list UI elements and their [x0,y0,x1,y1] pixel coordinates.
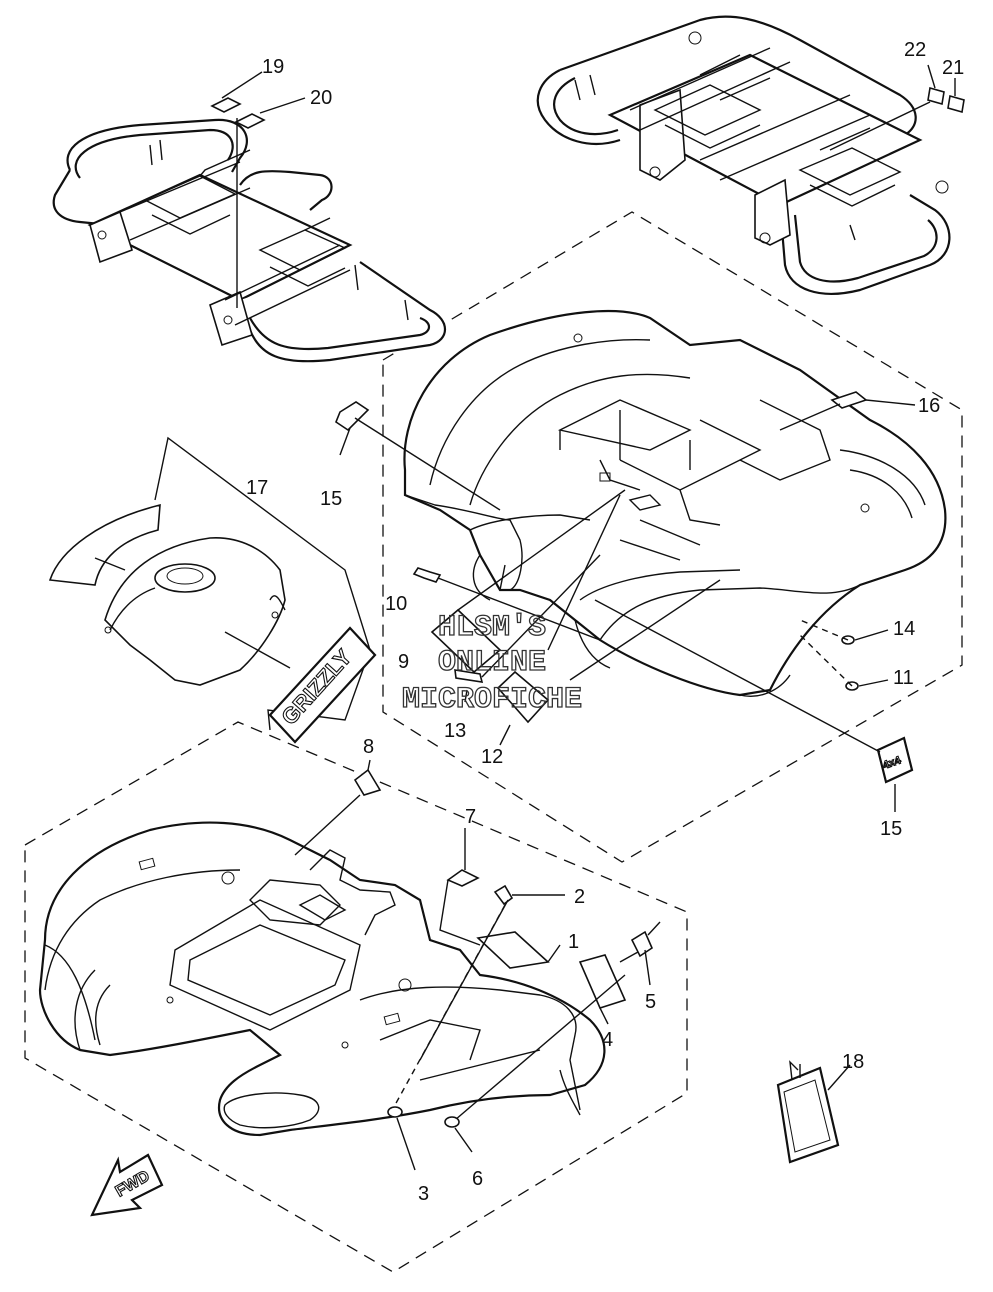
callout-18: 18 [842,1051,864,1073]
callout-4: 4 [602,1029,613,1051]
watermark-line3: MICROFICHE [402,683,582,717]
callout-15-upper: 15 [320,488,342,510]
decal-21-22-group [829,64,965,151]
callout-10: 10 [385,593,407,615]
front-fender-assembly-outline [24,721,688,1273]
front-fender [38,821,606,1137]
watermark: HLSM'S ONLINE MICROFICHE [401,610,582,717]
rear-carrier-rack [536,15,951,295]
grizzly-decal [268,626,377,744]
callout-15-lower: 15 [880,818,902,840]
rear-decal-parts: 4x4 [335,391,916,812]
callout-12: 12 [481,746,503,768]
callout-21: 21 [942,57,964,79]
callout-8: 8 [363,736,374,758]
watermark-line2: ONLINE [438,646,546,680]
callout-2: 2 [574,886,585,908]
front-carrier-rack [52,118,447,363]
decal-19-20-group [210,71,306,308]
callout-16: 16 [918,395,940,417]
front-fender-parts [294,759,661,1171]
watermark-line1: HLSM'S [438,611,546,645]
callout-6: 6 [472,1168,483,1190]
callout-5: 5 [645,991,656,1013]
callout-numbers: 1 2 3 4 5 6 7 8 9 10 11 12 13 14 15 15 1… [246,39,964,1205]
callout-17: 17 [246,477,268,499]
callout-7: 7 [465,806,476,828]
tank-decal-assembly: GRIZZLY [48,436,377,744]
callout-13: 13 [444,720,466,742]
four-by-four-decal [876,736,914,784]
callout-11: 11 [893,667,914,689]
callout-3: 3 [418,1183,429,1205]
rear-fender-assembly-outline [382,211,963,863]
callout-22: 22 [904,39,926,61]
callout-19: 19 [262,56,284,78]
callout-9: 9 [398,651,409,673]
rear-fender [403,310,947,697]
callout-20: 20 [310,87,332,109]
callout-1: 1 [568,931,579,953]
callout-14: 14 [893,618,915,640]
fwd-arrow: FWD [90,1153,164,1217]
warning-label-18 [776,1060,851,1164]
